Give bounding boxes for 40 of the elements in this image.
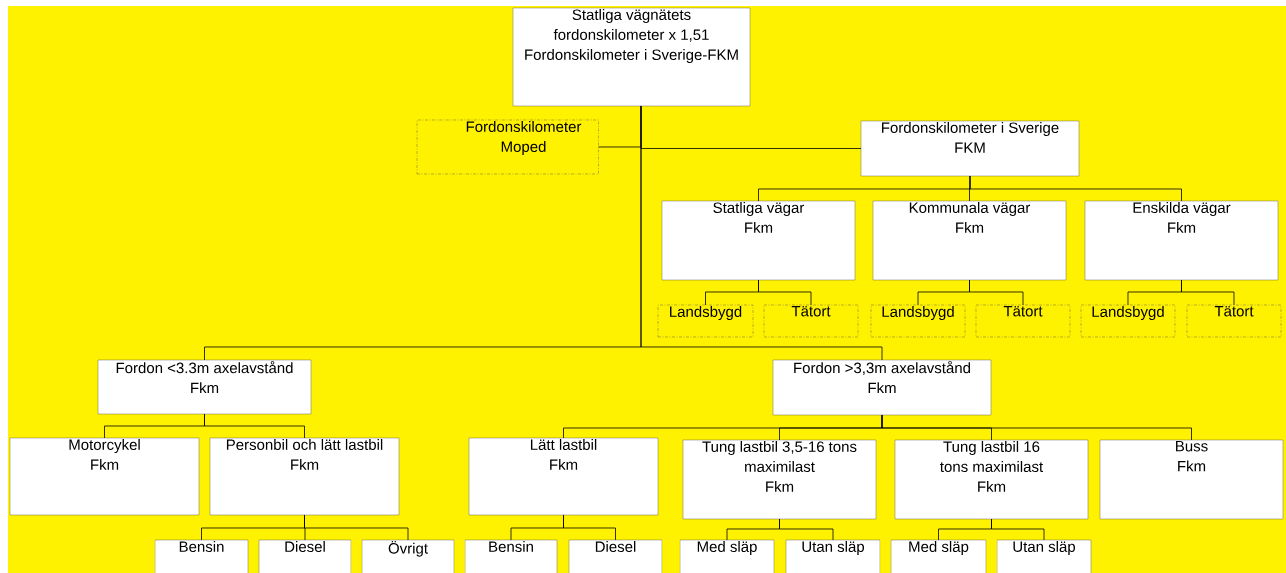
connector: [758, 279, 812, 306]
connector: [969, 175, 1182, 202]
org-box: Statliga vägar Fkm: [661, 200, 856, 281]
org-box: Buss Fkm: [1099, 439, 1284, 520]
connector: [304, 514, 409, 541]
org-box: Bensin: [464, 539, 558, 573]
org-box: Övrigt: [361, 539, 455, 573]
org-box: Fordon >3,3m axelavstånd Fkm: [772, 359, 992, 416]
org-box: Fordon <3.3m axelavstånd Fkm: [97, 359, 312, 415]
dashed-box: Tätort: [1186, 304, 1282, 338]
org-box: Enskilda vägar Fkm: [1084, 200, 1279, 281]
connector: [969, 279, 1024, 306]
connector: [204, 413, 305, 439]
org-box: Statliga vägnätets fordonskilometer x 1,51 Fordonskilometer i Sverige-FKM: [512, 7, 751, 107]
connector: [563, 514, 616, 541]
connector: [991, 518, 1045, 541]
dashed-box: Landsbygd: [657, 304, 754, 338]
org-box: Lätt lastbil Fkm: [468, 437, 659, 516]
org-box: Tung lastbil 16 tons maximilast Fkm: [894, 439, 1089, 520]
org-box: Med släp: [679, 539, 775, 573]
org-box: Fordonskilometer i Sverige FKM: [860, 120, 1080, 177]
dashed-box: Tätort: [975, 304, 1071, 338]
connector: [1181, 279, 1235, 306]
dashed-box: Landsbygd: [870, 304, 966, 338]
org-box: Motorcykel Fkm: [9, 437, 200, 516]
org-box: Kommunala vägar Fkm: [872, 200, 1067, 281]
org-box: Utan släp: [785, 539, 881, 573]
org-box: Diesel: [568, 539, 663, 573]
dashed-box: Tätort: [763, 304, 859, 338]
org-box: Bensin: [154, 539, 249, 573]
org-box: Tung lastbil 3,5-16 tons maximilast Fkm: [682, 439, 877, 520]
dashed-box: Landsbygd: [1080, 304, 1176, 338]
connector: [640, 105, 883, 361]
org-box: Utan släp: [996, 539, 1092, 573]
org-box: Personbil och lätt lastbil Fkm: [209, 437, 400, 516]
org-box: Diesel: [258, 539, 352, 573]
dashed-box: Fordonskilometer Moped: [416, 119, 599, 175]
connector: [779, 518, 834, 541]
org-box: Med släp: [890, 539, 987, 573]
connector: [881, 414, 1192, 441]
